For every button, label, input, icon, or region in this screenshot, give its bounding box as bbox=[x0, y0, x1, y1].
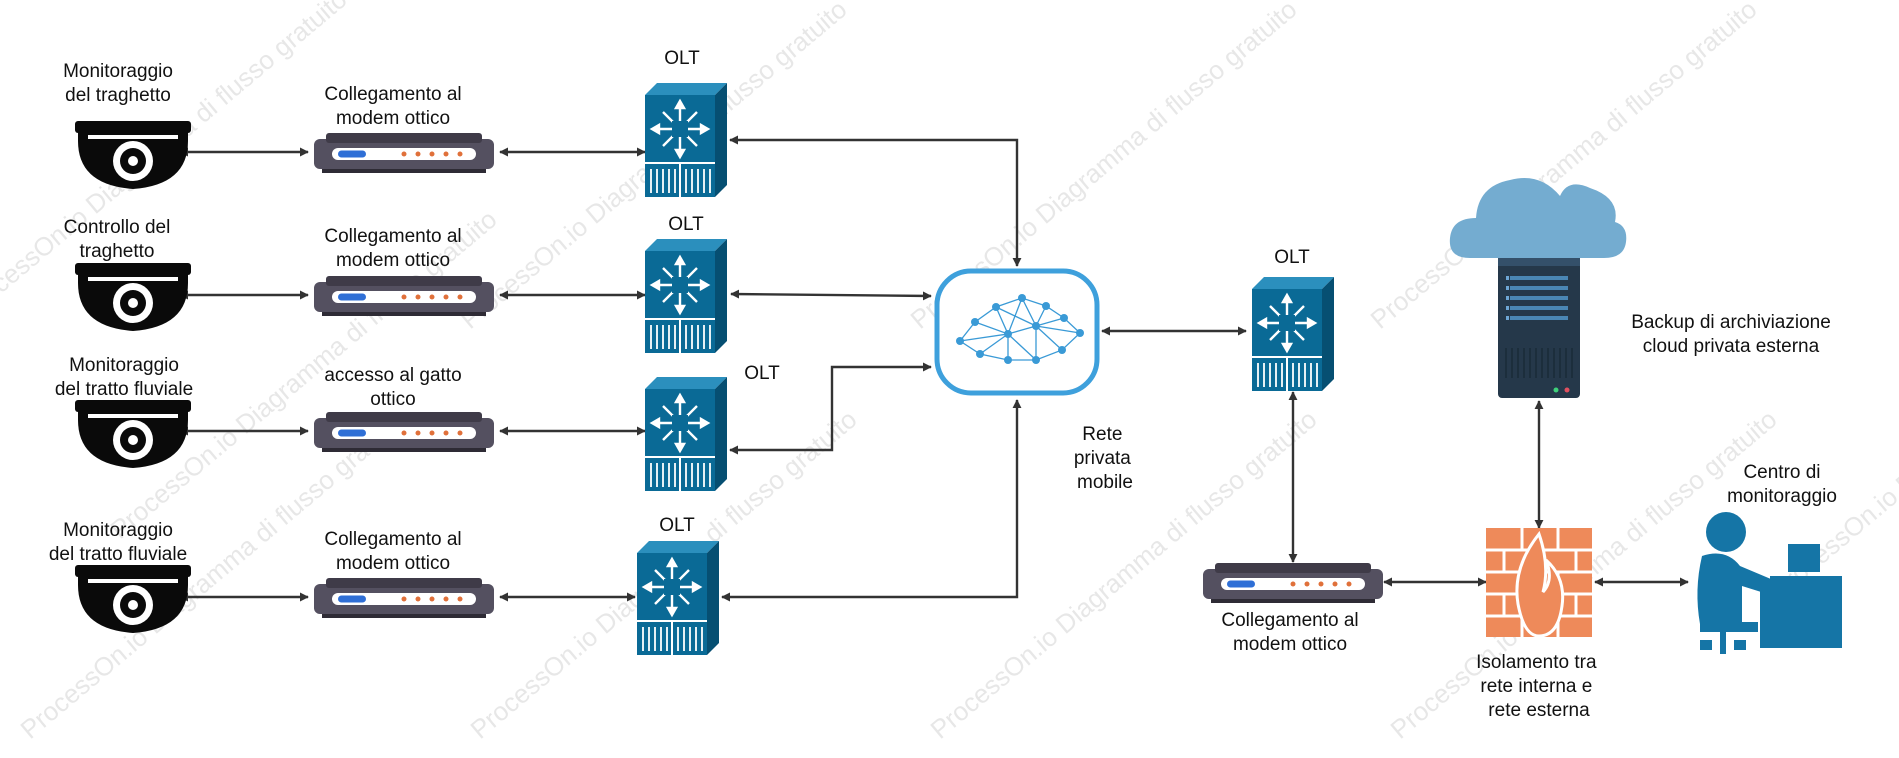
camera-icon bbox=[73, 261, 193, 333]
cloud-server-icon bbox=[1449, 178, 1627, 398]
olt-switch-icon bbox=[1250, 275, 1336, 393]
olt-label: OLT bbox=[1274, 247, 1310, 268]
olt-switch-icon bbox=[643, 81, 729, 199]
olt-label: OLT bbox=[744, 363, 780, 384]
private-network-icon bbox=[934, 268, 1100, 396]
monitoring-center-icon bbox=[1697, 512, 1842, 654]
olt-label: OLT bbox=[664, 48, 700, 69]
optical-modem-icon bbox=[314, 412, 494, 452]
firewall-icon bbox=[1486, 528, 1592, 638]
camera-icon bbox=[73, 119, 193, 191]
olt-label: OLT bbox=[659, 515, 695, 536]
optical-modem-icon bbox=[1203, 563, 1383, 603]
olt-switch-icon bbox=[643, 375, 729, 493]
optical-modem-icon bbox=[314, 276, 494, 316]
olt-label: OLT bbox=[668, 214, 704, 235]
connectors bbox=[179, 135, 1689, 602]
optical-modem-icon bbox=[314, 133, 494, 173]
olt-switch-icon bbox=[635, 539, 721, 657]
olt-switch-icon bbox=[643, 237, 729, 355]
network-label: Rete privata mobile bbox=[1074, 424, 1136, 493]
optical-modem-icon bbox=[314, 578, 494, 618]
camera-icon bbox=[73, 398, 193, 470]
firewall-label: Isolamento tra rete interna e rete ester… bbox=[1476, 652, 1602, 721]
